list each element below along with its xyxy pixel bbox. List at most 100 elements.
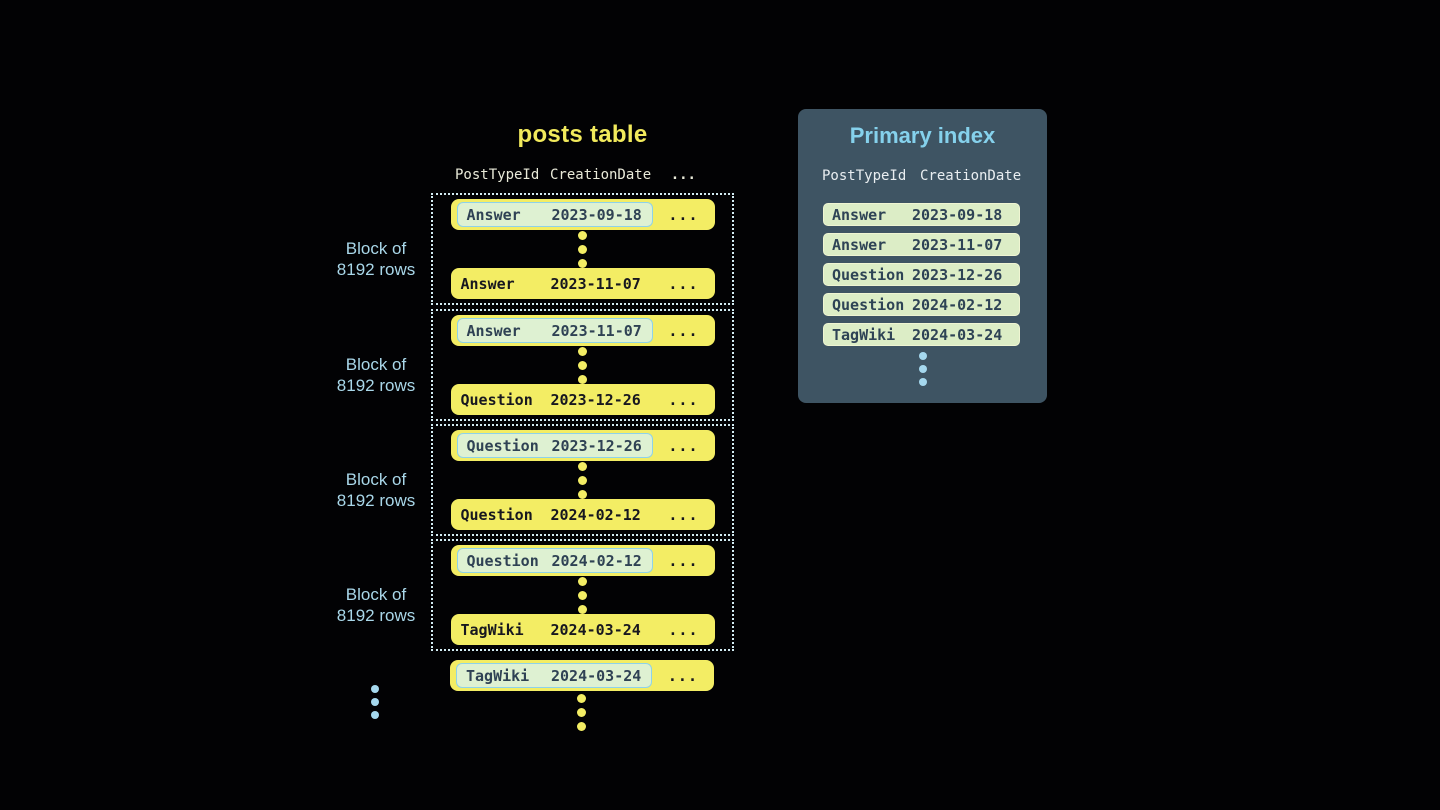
index-marker-chip: Answer 2023-09-18 [456, 202, 653, 227]
table-row: TagWiki 2024-03-24 ... [450, 614, 715, 645]
dot [578, 475, 587, 485]
cell-creationdate: 2023-11-07 [912, 235, 1003, 254]
block-size-label: Block of 8192 rows [306, 238, 446, 280]
rows-ellipsis-dots [578, 576, 587, 614]
rows-ellipsis-dots [578, 346, 587, 384]
blocks-continue-dots [371, 685, 379, 719]
table-row: Question 2024-02-12 ... [450, 545, 715, 576]
table-row-overflow: TagWiki 2024-03-24 ... [450, 660, 714, 691]
cell-posttypeid: TagWiki [832, 325, 896, 344]
dot [371, 685, 379, 693]
index-continues-dots [918, 352, 927, 386]
dot [578, 346, 587, 356]
column-header-creationdate: CreationDate [920, 168, 1022, 184]
index-entry-row: Question 2024-02-12 [823, 293, 1020, 316]
dot [578, 374, 587, 384]
block-label-line2: 8192 rows [336, 260, 416, 279]
cell-ellipsis: ... [668, 321, 699, 340]
dot [578, 244, 587, 254]
rows-ellipsis-dots [578, 461, 587, 499]
dot [578, 461, 587, 471]
posts-block-2: Answer 2023-11-07 ... Question 2023-12-2… [431, 309, 734, 421]
dot [577, 694, 586, 703]
dot [578, 230, 587, 240]
posts-table-column-headers: PostTypeId CreationDate ... [450, 165, 714, 185]
cell-posttypeid: Answer [832, 205, 887, 224]
dot [578, 590, 587, 600]
table-row: Answer 2023-11-07 ... [450, 268, 715, 299]
cell-posttypeid: Answer [466, 321, 521, 340]
cell-ellipsis: ... [668, 551, 699, 570]
cell-ellipsis: ... [667, 666, 698, 685]
primary-index-panel: Primary index PostTypeId CreationDate An… [798, 109, 1047, 403]
cell-posttypeid: Answer [460, 274, 515, 293]
cell-posttypeid: Question [466, 551, 539, 570]
block-label-line2: 8192 rows [336, 606, 416, 625]
cell-ellipsis: ... [668, 390, 699, 409]
block-label-line1: Block of [345, 585, 407, 604]
cell-posttypeid: Question [832, 295, 905, 314]
cell-creationdate: 2024-03-24 [550, 620, 641, 639]
index-entry-row: Answer 2023-09-18 [823, 203, 1020, 226]
index-entry-row: Answer 2023-11-07 [823, 233, 1020, 256]
cell-creationdate: 2023-12-26 [912, 265, 1003, 284]
dot [918, 352, 927, 360]
table-row: Answer 2023-09-18 ... [450, 199, 715, 230]
cell-creationdate: 2023-09-18 [551, 205, 642, 224]
dot [578, 604, 587, 614]
column-header-creationdate: CreationDate [550, 167, 652, 183]
cell-posttypeid: Question [460, 390, 533, 409]
rows-ellipsis-dots [578, 230, 587, 268]
dot [578, 360, 587, 370]
block-size-label: Block of 8192 rows [306, 584, 446, 626]
cell-creationdate: 2024-03-24 [551, 666, 642, 685]
cell-creationdate: 2024-03-24 [912, 325, 1003, 344]
column-header-posttypeid: PostTypeId [455, 167, 540, 183]
table-row: Answer 2023-11-07 ... [450, 315, 715, 346]
index-marker-chip: TagWiki 2024-03-24 [456, 663, 652, 688]
dot [918, 365, 927, 373]
cell-creationdate: 2023-12-26 [551, 436, 642, 455]
cell-posttypeid: Answer [466, 205, 521, 224]
cell-creationdate: 2023-11-07 [551, 321, 642, 340]
cell-posttypeid: Answer [832, 235, 887, 254]
posts-block-4: Question 2024-02-12 ... TagWiki 2024-03-… [431, 539, 734, 651]
index-marker-chip: Question 2023-12-26 [456, 433, 653, 458]
cell-posttypeid: TagWiki [460, 620, 524, 639]
cell-creationdate: 2023-11-07 [550, 274, 641, 293]
column-header-posttypeid: PostTypeId [822, 168, 907, 184]
cell-ellipsis: ... [668, 505, 699, 524]
dot [918, 378, 927, 386]
cell-ellipsis: ... [668, 205, 699, 224]
dot [578, 489, 587, 499]
table-row: Question 2023-12-26 ... [450, 384, 715, 415]
posts-table-title: posts table [517, 121, 648, 148]
cell-posttypeid: TagWiki [466, 666, 530, 685]
cell-creationdate: 2024-02-12 [551, 551, 642, 570]
block-label-line1: Block of [345, 239, 407, 258]
dot [371, 711, 379, 719]
column-header-ellipsis: ... [670, 167, 696, 183]
cell-posttypeid: Question [832, 265, 905, 284]
dot [577, 708, 586, 717]
index-entry-row: Question 2023-12-26 [823, 263, 1020, 286]
cell-posttypeid: Question [466, 436, 539, 455]
posts-block-1: Answer 2023-09-18 ... Answer 2023-11-07 … [431, 193, 734, 305]
cell-posttypeid: Question [460, 505, 533, 524]
cell-creationdate: 2023-12-26 [550, 390, 641, 409]
dot [577, 722, 586, 731]
dot [578, 576, 587, 586]
cell-ellipsis: ... [668, 436, 699, 455]
primary-index-column-headers: PostTypeId CreationDate [822, 168, 1021, 184]
block-label-line2: 8192 rows [336, 491, 416, 510]
block-size-label: Block of 8192 rows [306, 354, 446, 396]
index-marker-chip: Question 2024-02-12 [456, 548, 653, 573]
index-marker-chip: Answer 2023-11-07 [456, 318, 653, 343]
dot [578, 258, 587, 268]
block-label-line2: 8192 rows [336, 376, 416, 395]
index-entry-row: TagWiki 2024-03-24 [823, 323, 1020, 346]
cell-ellipsis: ... [668, 274, 699, 293]
block-label-line1: Block of [345, 355, 407, 374]
dot [371, 698, 379, 706]
